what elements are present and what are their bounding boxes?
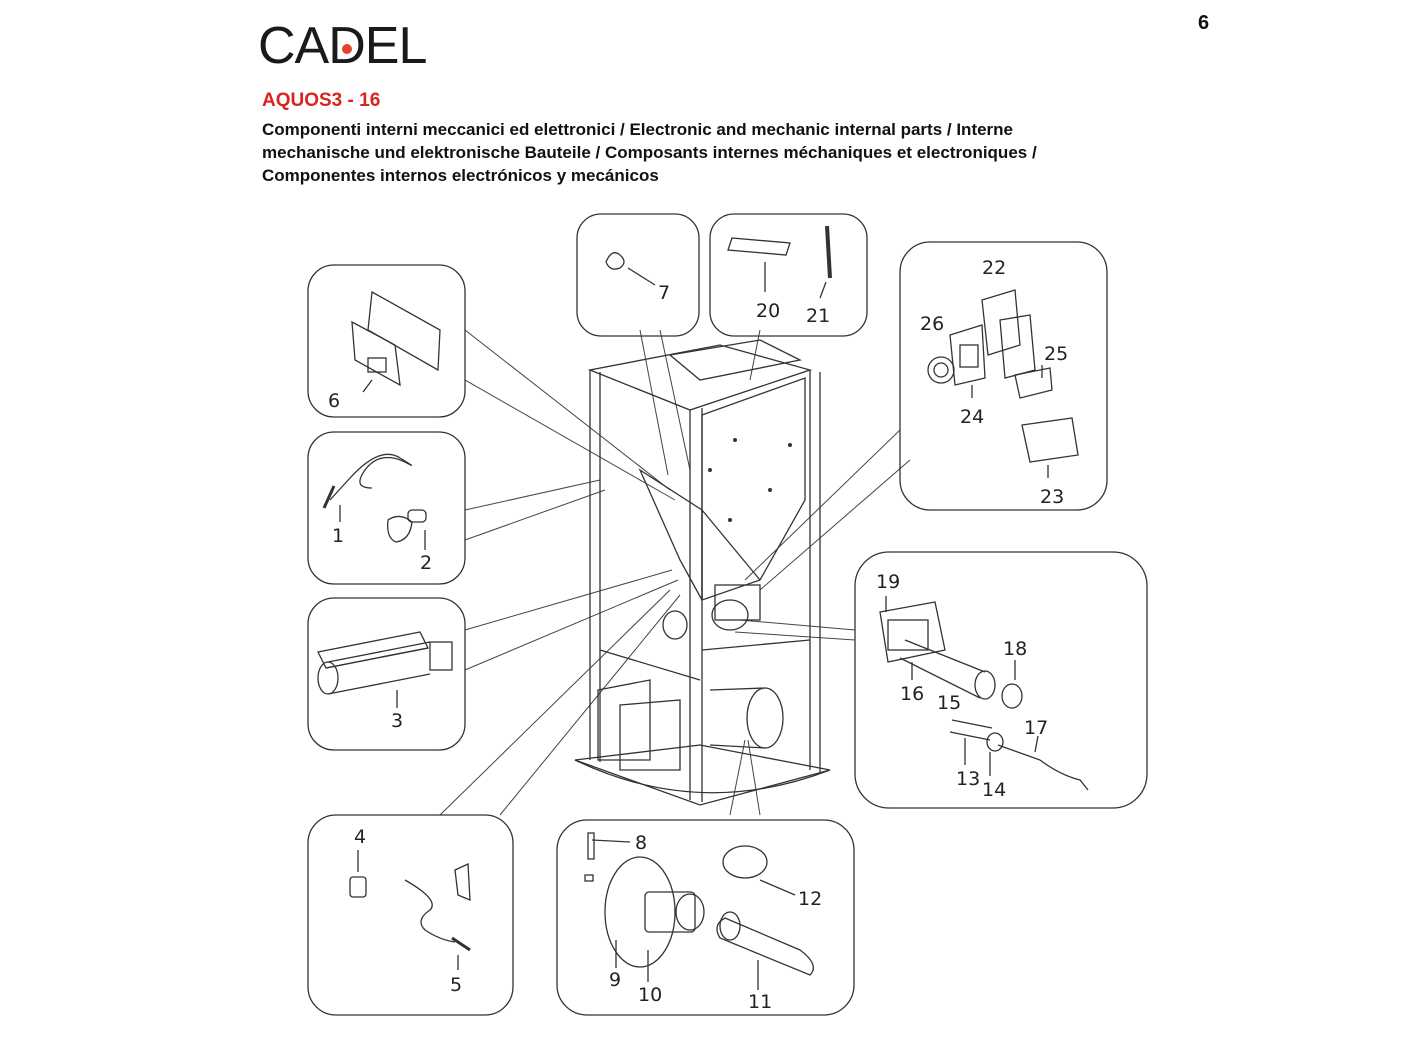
- part-label-13: 13: [956, 768, 980, 790]
- subtitle-line: Componenti interni meccanici ed elettron…: [262, 120, 1014, 139]
- callout-box-4-5: [307, 814, 514, 1016]
- part-label-11: 11: [748, 991, 772, 1013]
- subtitle-line: mechanische und elektronische Bauteile /…: [262, 143, 1037, 162]
- part-label-6: 6: [328, 390, 340, 412]
- part-label-24: 24: [960, 406, 984, 428]
- part-label-7: 7: [658, 282, 670, 304]
- part-label-9: 9: [609, 969, 621, 991]
- part-label-10: 10: [638, 984, 662, 1006]
- callout-box-22-26: [899, 241, 1108, 511]
- part-label-23: 23: [1040, 486, 1064, 508]
- stove-frame: [574, 339, 831, 806]
- part-label-19: 19: [876, 571, 900, 593]
- callout-box-13-19: [854, 551, 1148, 809]
- part-label-22: 22: [982, 257, 1006, 279]
- part-label-25: 25: [1044, 343, 1068, 365]
- callout-box-6: [307, 264, 466, 418]
- callout-box-7: [576, 213, 700, 337]
- callout-box-1-2: [307, 431, 466, 585]
- part-label-14: 14: [982, 779, 1006, 801]
- page-number: 6: [1198, 12, 1210, 34]
- callout-box-20-21: [709, 213, 868, 337]
- model-title: AQUOS3 - 16: [262, 90, 381, 111]
- part-label-3: 3: [391, 710, 403, 732]
- part-label-20: 20: [756, 300, 780, 322]
- logo-dot: [342, 44, 352, 54]
- part-label-26: 26: [920, 313, 944, 335]
- part-label-21: 21: [806, 305, 830, 327]
- part-label-18: 18: [1003, 638, 1027, 660]
- part-label-16: 16: [900, 683, 924, 705]
- subtitle: Componenti interni meccanici ed elettron…: [262, 118, 1162, 187]
- cadel-logo: CADEL: [258, 17, 427, 75]
- leader-lines: [439, 329, 911, 816]
- part-label-2: 2: [420, 552, 432, 574]
- part-label-15: 15: [937, 692, 961, 714]
- subtitle-line: Componentes internos electrónicos y mecá…: [262, 166, 659, 185]
- part-label-8: 8: [635, 832, 647, 854]
- part-number-labels: 6 1 2 3 4 5 7 20 21 22 26 25 24 23 19 18…: [328, 257, 1068, 1013]
- part-label-12: 12: [798, 888, 822, 910]
- callout-box-3: [307, 597, 466, 751]
- part-label-1: 1: [332, 525, 344, 547]
- part-label-5: 5: [450, 974, 462, 996]
- part-label-17: 17: [1024, 717, 1048, 739]
- part-label-4: 4: [354, 826, 366, 848]
- callout-box-8-12: [556, 819, 855, 1016]
